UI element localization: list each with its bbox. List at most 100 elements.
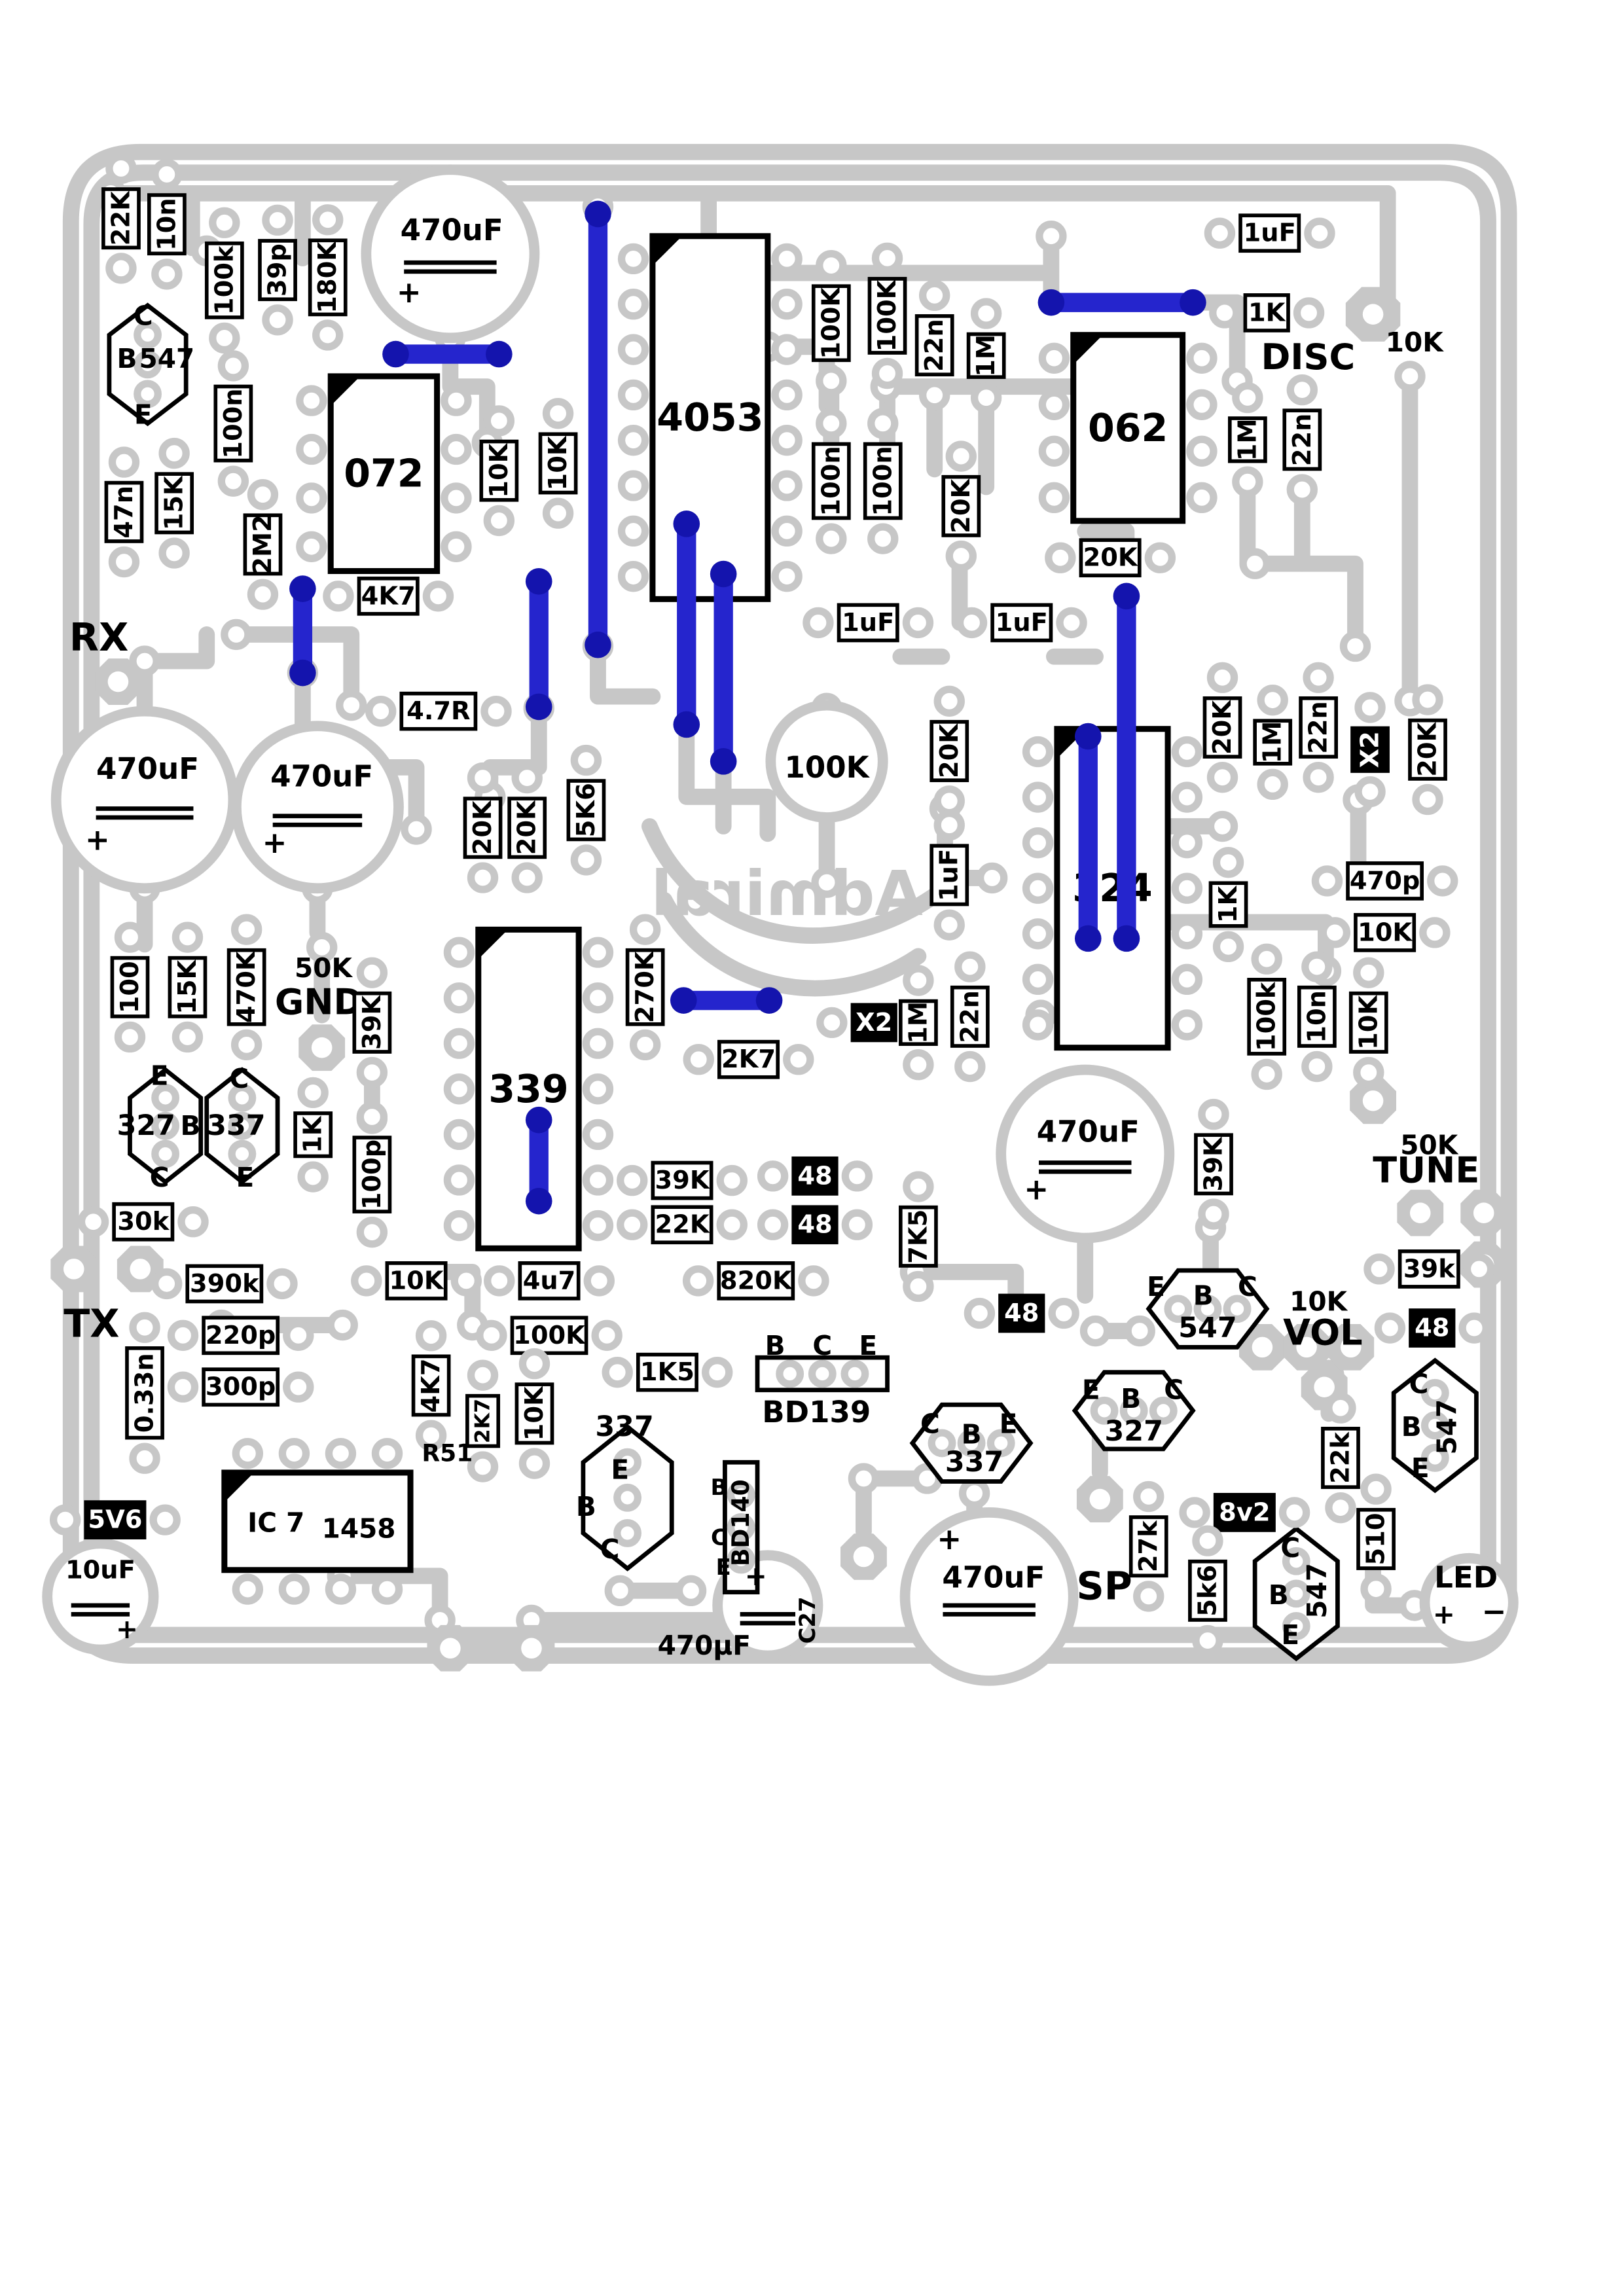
component-label: 100K — [873, 279, 902, 351]
solder-pad — [903, 1171, 934, 1202]
component-body — [929, 720, 969, 783]
component-label: B — [1401, 1411, 1422, 1443]
solder-pad — [808, 1359, 837, 1388]
component-body — [514, 1382, 554, 1445]
component-label: 470uF — [401, 213, 503, 247]
solder-pad — [484, 1265, 515, 1297]
component-label: C — [1409, 1369, 1429, 1400]
solder-pad — [1301, 951, 1333, 982]
component-label: VOL — [1283, 1312, 1362, 1353]
component-label: 820K — [720, 1266, 793, 1295]
component-label: + — [1433, 1598, 1455, 1630]
solder-pad — [108, 446, 140, 478]
solder-pad — [617, 470, 649, 501]
solder-pad — [919, 279, 950, 312]
solder-pad — [1186, 342, 1218, 374]
component-label: C — [1238, 1271, 1257, 1302]
component-label: RX — [69, 615, 128, 660]
solder-pad — [443, 982, 475, 1014]
solder-pad — [1022, 963, 1054, 996]
solder-pad — [278, 1573, 310, 1605]
component-label: 1uF — [842, 608, 894, 637]
pad-hole — [311, 1037, 333, 1058]
solder-pad — [617, 425, 649, 456]
component-label: SP — [1076, 1564, 1132, 1609]
diode-marker — [850, 1003, 897, 1043]
solder-pad — [945, 540, 977, 572]
diode-marker — [791, 1205, 839, 1245]
jumper-end — [670, 987, 697, 1014]
component-body — [941, 475, 981, 537]
ic-outline — [1054, 726, 1171, 1051]
component-body — [1299, 696, 1339, 759]
solder-pad — [702, 1357, 733, 1388]
solder-pad — [840, 1359, 869, 1388]
solder-pad — [221, 619, 252, 651]
solder-pad — [570, 844, 602, 876]
component-label: 10K — [1386, 327, 1444, 358]
solder-pad — [1133, 1480, 1164, 1513]
component-body — [1188, 1559, 1227, 1622]
component-label: 20K — [468, 800, 497, 855]
solder-pad — [1204, 217, 1236, 249]
component-label: 5V6 — [88, 1505, 142, 1535]
diode-marker — [84, 1500, 147, 1540]
solder-pad — [105, 152, 137, 185]
solder-pad — [1363, 1253, 1395, 1285]
component-label: TX — [63, 1301, 119, 1346]
solder-pad — [617, 243, 649, 275]
solder-pad — [582, 1028, 614, 1059]
jumper-end — [486, 340, 513, 368]
component-label: 0.33n — [130, 1353, 160, 1433]
solder-pad — [716, 1209, 748, 1240]
solder-pad — [1022, 736, 1054, 768]
solder-pad — [171, 922, 204, 953]
component-body — [465, 1393, 501, 1448]
ic-label: 062 — [1088, 406, 1168, 450]
copper-trace — [641, 818, 953, 944]
solder-pad — [441, 531, 472, 562]
component-body — [243, 513, 283, 576]
component-label: 22n — [955, 990, 984, 1043]
solder-pad — [727, 1513, 755, 1541]
solder-pad — [1251, 943, 1282, 975]
solder-pad — [1186, 389, 1218, 420]
solder-pad — [613, 1483, 641, 1512]
solder-pad — [629, 914, 661, 945]
solder-pad — [1293, 297, 1325, 329]
solder-pad — [1206, 662, 1238, 693]
solder-pad — [771, 470, 803, 501]
solder-pad — [511, 762, 543, 794]
pad-hole — [1089, 1488, 1111, 1510]
solder-pad — [675, 1575, 707, 1607]
component-label: 4K7 — [361, 581, 416, 611]
solder-pad — [209, 322, 240, 354]
solder-pad — [582, 982, 614, 1014]
component-body — [399, 691, 478, 731]
jumper-end — [525, 567, 552, 595]
jumper-end — [525, 1187, 552, 1215]
jumper-end — [673, 711, 700, 738]
component-label: 10K — [1354, 995, 1383, 1050]
component-label: BD139 — [762, 1395, 871, 1429]
solder-pad — [1164, 1295, 1193, 1323]
component-body — [636, 1352, 698, 1392]
solder-pad — [816, 249, 847, 281]
component-label: 100K — [816, 287, 846, 359]
solder-pad — [296, 482, 327, 514]
component-label: − — [1482, 1594, 1507, 1628]
ic-pin1-notch — [331, 376, 361, 406]
jumper-end — [1113, 925, 1140, 952]
jumper-end — [525, 1106, 552, 1134]
pad-hole — [63, 1259, 84, 1280]
component-body — [507, 797, 547, 859]
component-label: 1458 — [322, 1513, 396, 1545]
solder-pad — [1304, 217, 1335, 249]
solder-pad — [928, 1429, 956, 1458]
component-body — [308, 238, 348, 317]
component-label: B — [1193, 1280, 1214, 1311]
solder-pad — [1038, 435, 1070, 467]
solder-pad — [1124, 1315, 1155, 1347]
component-body — [1128, 1515, 1168, 1578]
solder-pad — [604, 1575, 636, 1607]
